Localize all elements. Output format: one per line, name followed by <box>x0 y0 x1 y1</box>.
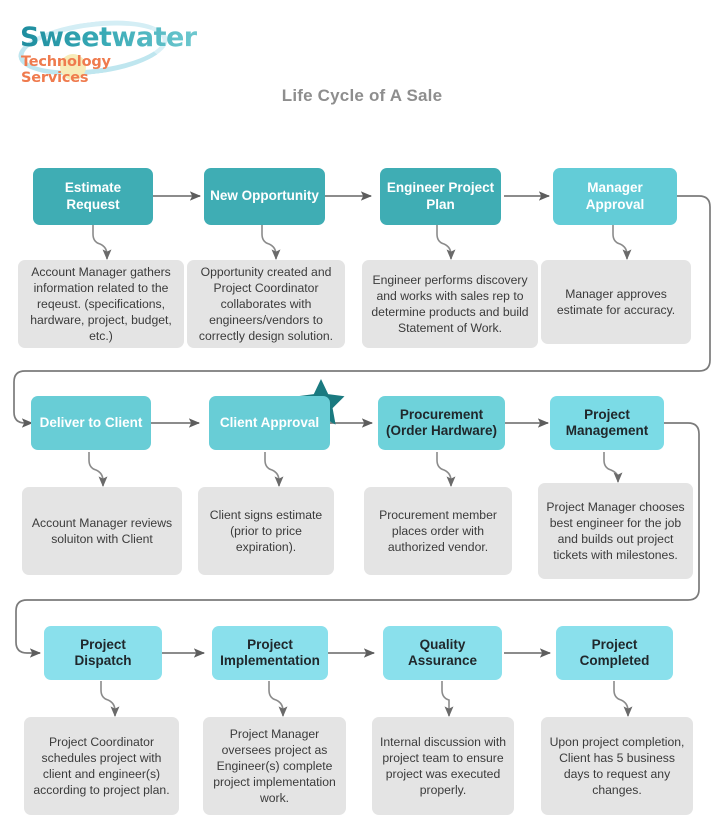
step-label: Deliver to Client <box>39 414 143 430</box>
desc-procurement: Procurement member places order with aut… <box>364 487 512 575</box>
desc-text: Project Coordinator schedules project wi… <box>33 734 170 798</box>
desc-project-completed: Upon project completion, Client has 5 bu… <box>541 717 693 815</box>
desc-text: Opportunity created and Project Coordina… <box>198 264 334 344</box>
step-deliver-to-client[interactable]: Deliver to Client <box>31 396 151 450</box>
desc-new-opportunity: Opportunity created and Project Coordina… <box>187 260 345 348</box>
step-label: Project Implementation <box>220 636 320 668</box>
desc-text: Manager approves estimate for accuracy. <box>556 286 676 317</box>
step-label: New Opportunity <box>210 188 319 204</box>
logo-wordmark: Sweetwater <box>20 22 197 53</box>
step-project-completed[interactable]: Project Completed <box>556 626 673 680</box>
desc-project-management: Project Manager chooses best engineer fo… <box>538 483 693 579</box>
step-estimate-request[interactable]: Estimate Request <box>33 168 153 225</box>
desc-manager-approval: Manager approves estimate for accuracy. <box>541 260 691 344</box>
desc-estimate-request: Account Manager gathers information rela… <box>18 260 184 348</box>
desc-quality-assurance: Internal discussion with project team to… <box>372 717 514 815</box>
desc-deliver-to-client: Account Manager reviews soluiton with Cl… <box>22 487 182 575</box>
step-label: Quality Assurance <box>407 636 478 668</box>
page-title: Life Cycle of A Sale <box>281 86 443 105</box>
step-label: Project Dispatch <box>74 636 132 668</box>
desc-text: Account Manager reviews soluiton with Cl… <box>31 515 173 546</box>
step-label: Project Management <box>565 406 649 438</box>
step-label: Client Approval <box>219 414 320 430</box>
desc-text: Internal discussion with project team to… <box>380 734 506 798</box>
step-manager-approval[interactable]: Manager Approval <box>553 168 677 225</box>
step-client-approval[interactable]: Client Approval <box>209 396 330 450</box>
desc-text: Project Manager chooses best engineer fo… <box>546 499 685 563</box>
desc-engineer-project-plan: Engineer performs discovery and works wi… <box>362 260 538 348</box>
step-label: Manager Approval <box>585 180 645 212</box>
desc-text: Account Manager gathers information rela… <box>30 264 172 344</box>
step-new-opportunity[interactable]: New Opportunity <box>204 168 325 225</box>
step-project-management[interactable]: Project Management <box>550 396 664 450</box>
desc-text: Upon project completion, Client has 5 bu… <box>549 734 685 798</box>
desc-text: Engineer performs discovery and works wi… <box>371 272 529 336</box>
step-label: Procurement (Order Hardware) <box>385 406 498 438</box>
logo-tagline: Technology Services <box>21 54 111 86</box>
desc-text: Procurement member places order with aut… <box>379 507 497 555</box>
company-logo: Sweetwater Technology Services <box>12 13 197 86</box>
step-project-implementation[interactable]: Project Implementation <box>212 626 328 680</box>
step-procurement[interactable]: Procurement (Order Hardware) <box>378 396 505 450</box>
desc-text: Project Manager oversees project as Engi… <box>213 726 336 806</box>
step-quality-assurance[interactable]: Quality Assurance <box>383 626 502 680</box>
desc-project-dispatch: Project Coordinator schedules project wi… <box>24 717 179 815</box>
step-label: Project Completed <box>579 636 650 668</box>
step-label: Engineer Project Plan <box>386 180 495 212</box>
desc-project-implementation: Project Manager oversees project as Engi… <box>203 717 346 815</box>
logo-dot-icon <box>60 54 86 80</box>
desc-client-approval: Client signs estimate (prior to price ex… <box>198 487 334 575</box>
desc-text: Client signs estimate (prior to price ex… <box>209 507 323 555</box>
step-engineer-project-plan[interactable]: Engineer Project Plan <box>380 168 501 225</box>
step-label: Estimate Request <box>64 180 122 212</box>
step-project-dispatch[interactable]: Project Dispatch <box>44 626 162 680</box>
